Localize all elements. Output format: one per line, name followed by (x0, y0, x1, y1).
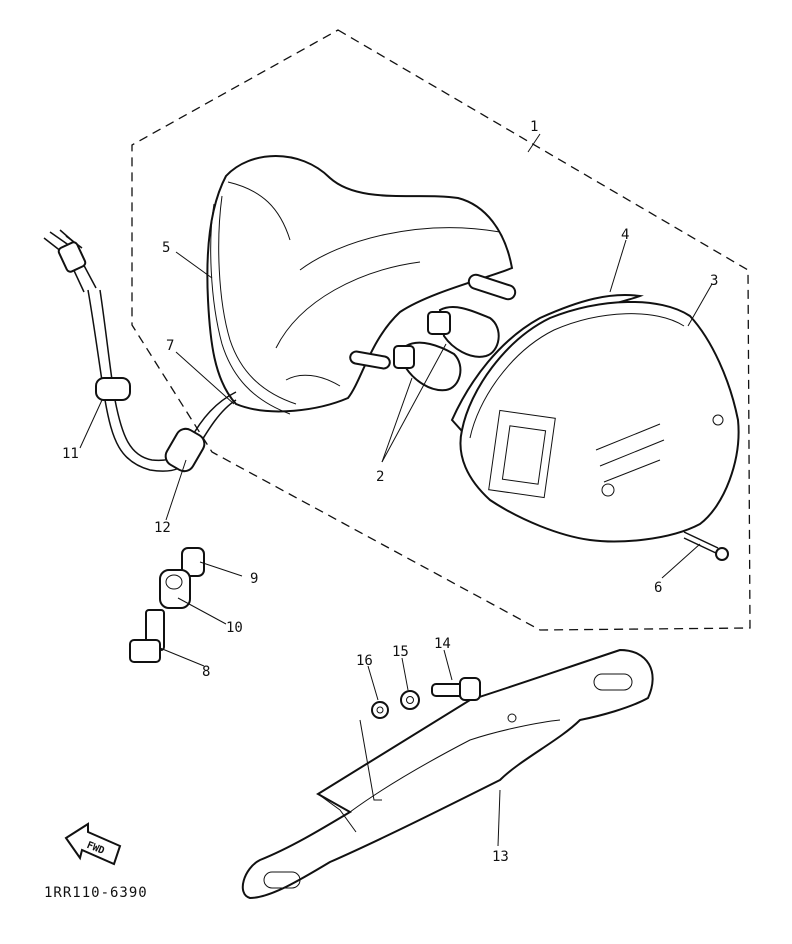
callout-12: 12 (154, 520, 171, 536)
part-11-12-wiring (43, 229, 237, 473)
callout-5: 5 (162, 240, 170, 256)
drawing-code: 1RR110-6390 (44, 885, 148, 901)
part-10-grommet (159, 569, 191, 609)
callout-14: 14 (434, 636, 451, 652)
part-3-lens (459, 300, 740, 543)
callout-11: 11 (62, 446, 79, 462)
part-9-collar (181, 547, 205, 577)
part-2-bulbs (393, 306, 500, 392)
fwd-arrow: FWD (64, 822, 122, 866)
callout-3: 3 (710, 273, 718, 289)
callout-7: 7 (166, 338, 174, 354)
callout-9: 9 (250, 571, 258, 587)
callout-2: 2 (376, 469, 384, 485)
callout-15: 15 (392, 644, 409, 660)
callout-4: 4 (621, 227, 629, 243)
callout-1: 1 (530, 119, 538, 135)
part-15-washer (400, 690, 420, 710)
part-8-bolt (129, 609, 165, 663)
callout-16: 16 (356, 653, 373, 669)
callout-13: 13 (492, 849, 509, 865)
leader-lines (79, 133, 713, 847)
part-5-lamp-housing (206, 155, 517, 415)
callout-6: 6 (654, 580, 662, 596)
part-6-screw (683, 531, 729, 561)
part-14-bolt (431, 677, 481, 701)
part-13-bracket (241, 648, 654, 900)
part-16-washer (371, 701, 389, 719)
callout-10: 10 (226, 620, 243, 636)
callout-8: 8 (202, 664, 210, 680)
assembly-boundary (131, 29, 751, 631)
callouts: 1 2 3 4 5 6 7 8 9 10 11 12 13 14 15 16 (62, 119, 718, 865)
